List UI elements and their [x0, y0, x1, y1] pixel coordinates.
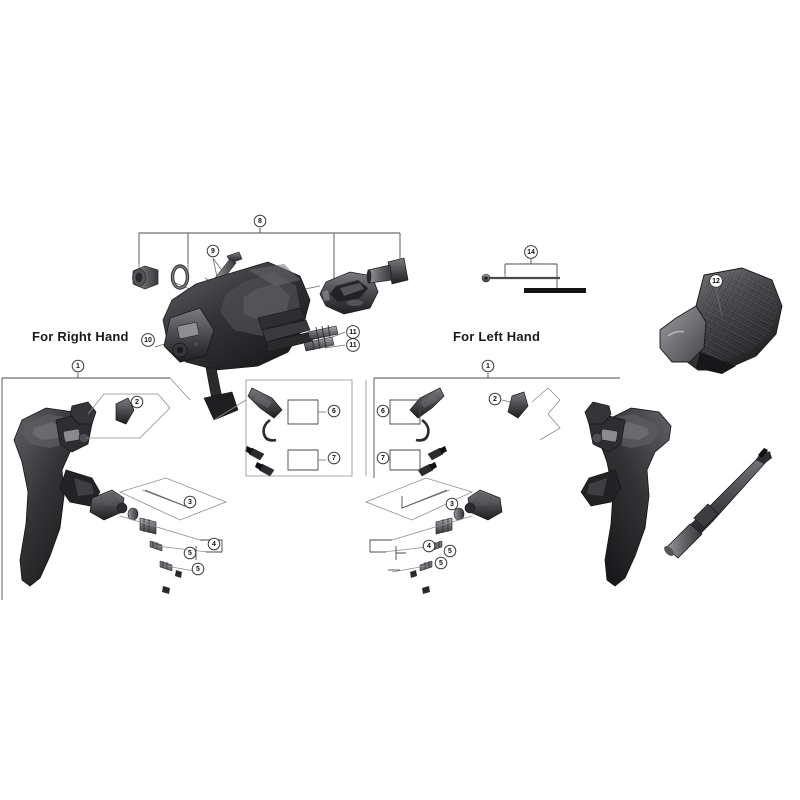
part-brake-lever-right: [13, 401, 101, 587]
bracket-14: [504, 259, 558, 288]
callout-number: 3: [450, 501, 454, 508]
part-screws-right-7: [245, 446, 326, 477]
callout-bubble-1: 1: [71, 359, 85, 373]
callout-bubble-3: 3: [183, 495, 197, 509]
callout-number: 6: [381, 408, 385, 415]
part-connector-left-6: [382, 387, 445, 442]
part-fixing-screws-11: [303, 324, 339, 352]
callout-bubble-8: 8: [253, 214, 267, 228]
callout-bubble-5: 5: [183, 546, 197, 560]
part-wire-cover-bar: [524, 288, 586, 293]
callout-bubble-2: 2: [488, 392, 502, 406]
part-cover-plate-left-2: [501, 387, 561, 441]
part-cable-adjust-right-3: [89, 477, 228, 594]
callout-number: 11: [349, 342, 357, 349]
callout-bubble-5: 5: [191, 562, 205, 576]
callout-bubble-7: 7: [376, 451, 390, 465]
callout-bubble-3: 3: [445, 497, 459, 511]
callout-number: 3: [188, 499, 192, 506]
part-lever-hood-12: [659, 267, 783, 374]
part-screws-left-7: [382, 446, 447, 477]
callout-number: 8: [258, 218, 262, 225]
for-right-hand-label: For Right Hand: [32, 329, 129, 344]
callout-bubble-4: 4: [422, 539, 436, 553]
callout-bubble-14: 14: [524, 245, 538, 259]
callout-bubble-7: 7: [327, 451, 341, 465]
callout-bubble-2: 2: [130, 395, 144, 409]
callout-number: 12: [712, 278, 720, 285]
callout-number: 7: [381, 455, 385, 462]
callout-bubble-11: 11: [346, 325, 360, 339]
callout-bubble-5: 5: [443, 544, 457, 558]
callout-number: 11: [349, 329, 357, 336]
boundary-right: [213, 379, 353, 477]
part-o-ring: [170, 264, 190, 290]
callout-number: 2: [135, 399, 139, 406]
part-clamp-band-bolt: [366, 257, 409, 285]
part-brake-lever-left: [580, 401, 672, 587]
part-end-cap: [132, 265, 159, 290]
part-clamp-band: [319, 271, 379, 315]
callout-bubble-12: 12: [709, 274, 723, 288]
part-shifter-body-10: [162, 261, 313, 421]
callout-bubble-4: 4: [207, 537, 221, 551]
callout-number: 9: [211, 248, 215, 255]
callout-number: 5: [448, 548, 452, 555]
callout-number: 1: [486, 363, 490, 370]
callout-number: 4: [427, 543, 431, 550]
callout-number: 5: [188, 550, 192, 557]
callout-bubble-10: 10: [141, 333, 155, 347]
callout-bubble-5: 5: [434, 556, 448, 570]
callout-number: 10: [144, 337, 152, 344]
bracket-8: [138, 228, 401, 290]
bracket-1-left: [373, 373, 620, 478]
part-connector-right-6: [247, 387, 326, 442]
callout-number: 1: [76, 363, 80, 370]
part-cover-plate-right-2: [86, 393, 171, 439]
for-left-hand-label: For Left Hand: [453, 329, 541, 344]
callout-number: 5: [439, 560, 443, 567]
part-service-tool: [664, 448, 772, 559]
callout-number: 14: [527, 249, 535, 256]
callout-number: 6: [332, 408, 336, 415]
callout-bubble-1: 1: [481, 359, 495, 373]
callout-number: 5: [196, 566, 200, 573]
callout-number: 4: [212, 541, 216, 548]
bracket-1-right: [1, 373, 191, 600]
callout-bubble-11: 11: [346, 338, 360, 352]
callout-number: 2: [493, 396, 497, 403]
part-electric-wire: [481, 273, 560, 283]
part-cable-adjust-left-3: [364, 477, 503, 594]
callout-bubble-6: 6: [376, 404, 390, 418]
callout-bubble-9: 9: [206, 244, 220, 258]
callout-number: 7: [332, 455, 336, 462]
callout-bubble-6: 6: [327, 404, 341, 418]
